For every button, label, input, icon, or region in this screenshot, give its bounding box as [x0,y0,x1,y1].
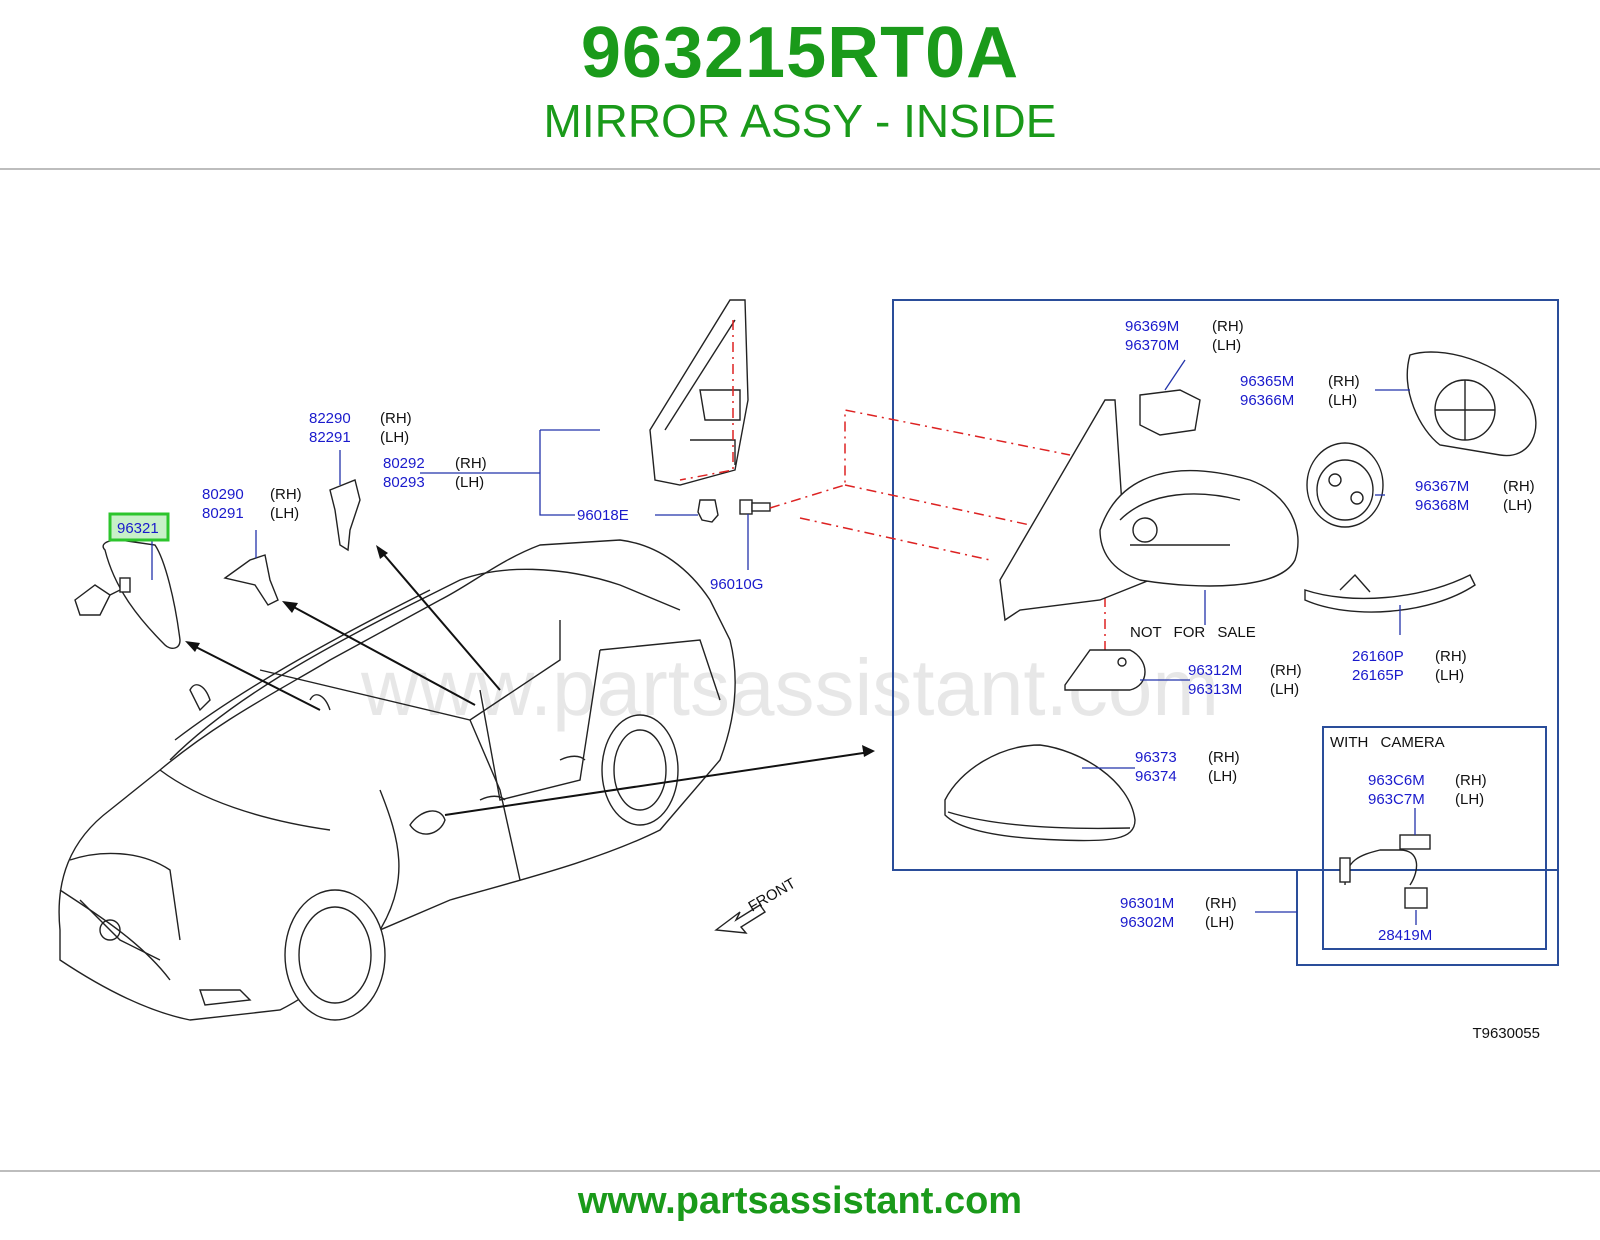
callout-96366m[interactable]: 96366M [1240,392,1294,409]
footer-divider [0,1170,1600,1172]
side-rh-26160p: (RH) [1435,648,1467,665]
bracket-82290-part [329,479,361,552]
callout-96374[interactable]: 96374 [1135,768,1177,785]
side-rh-80290: (RH) [270,486,302,503]
callout-963c6m[interactable]: 963C6M [1368,772,1425,789]
side-rh-96369m: (RH) [1212,318,1244,335]
note-not-for-sale: NOT FOR SALE [1130,624,1256,641]
side-rh-82290: (RH) [380,410,412,427]
callout-96321[interactable]: 96321 [117,520,159,537]
side-lh-82291: (LH) [380,429,409,446]
front-arrow-icon [714,904,767,934]
callout-26165p[interactable]: 26165P [1352,667,1404,684]
mirror-detail-frame-extension [1296,870,1559,966]
callout-80290[interactable]: 80290 [202,486,244,503]
side-rh-96373: (RH) [1208,749,1240,766]
turn-lamp-26160p-part [1304,573,1476,613]
diagram-code: T9630055 [1472,1025,1540,1042]
glass-96365m-part [1406,351,1537,457]
callout-96302m[interactable]: 96302M [1120,914,1174,931]
base-cover-96312m-part [1064,649,1146,691]
mirror-cover-96373-part [944,744,1136,842]
outside-mirror-body [999,399,1299,622]
clip-96018e-part [697,499,719,523]
callout-80293[interactable]: 80293 [383,474,425,491]
side-lh-96302m: (LH) [1205,914,1234,931]
side-lh-96368m: (LH) [1503,497,1532,514]
side-lh-80293: (LH) [455,474,484,491]
door-corner-panel [649,299,749,486]
footer-website-link[interactable]: www.partsassistant.com [577,1180,1023,1222]
part-number-title: 963215RT0A [580,13,1020,93]
assembly-lines [679,320,1106,680]
side-rh-963c6m: (RH) [1455,772,1487,789]
callout-963c7m[interactable]: 963C7M [1368,791,1425,808]
callout-96373[interactable]: 96373 [1135,749,1177,766]
callout-96365m[interactable]: 96365M [1240,373,1294,390]
callout-96301m[interactable]: 96301M [1120,895,1174,912]
actuator-96367m-part [1306,442,1384,528]
side-lh-96374: (LH) [1208,768,1237,785]
leader-lines [151,359,1417,925]
callout-26160p[interactable]: 26160P [1352,648,1404,665]
mirror-detail-frame [892,299,1559,871]
bolt-96010g-part [739,499,771,515]
with-camera-frame [1322,726,1547,950]
side-rh-96312m: (RH) [1270,662,1302,679]
side-lh-96313m: (LH) [1270,681,1299,698]
callout-96369m[interactable]: 96369M [1125,318,1179,335]
front-indicator: FRONT [714,875,799,934]
callout-80292[interactable]: 80292 [383,455,425,472]
side-lh-80291: (LH) [270,505,299,522]
side-lh-96370m: (LH) [1212,337,1241,354]
side-lh-26165p: (LH) [1435,667,1464,684]
inside-mirror-part [74,539,181,649]
car-illustration [58,539,736,1021]
callout-96370m[interactable]: 96370M [1125,337,1179,354]
callout-96368m[interactable]: 96368M [1415,497,1469,514]
camera-963c6m-part [1339,834,1431,909]
trim-80290-part [223,554,279,606]
side-rh-96365m: (RH) [1328,373,1360,390]
callout-82291[interactable]: 82291 [309,429,351,446]
part-name-subtitle: MIRROR ASSY - INSIDE [543,95,1057,147]
callout-96018e[interactable]: 96018E [577,507,629,524]
note-with-camera: WITH CAMERA [1330,734,1445,751]
side-lh-96366m: (LH) [1328,392,1357,409]
motor-96369m-part [1139,389,1201,436]
callout-80291[interactable]: 80291 [202,505,244,522]
callout-96367m[interactable]: 96367M [1415,478,1469,495]
car-pointer-arrows [185,545,875,816]
callout-82290[interactable]: 82290 [309,410,351,427]
side-rh-96301m: (RH) [1205,895,1237,912]
page-header: 963215RT0A MIRROR ASSY - INSIDE [0,0,1600,168]
callout-96312m[interactable]: 96312M [1188,662,1242,679]
callout-96313m[interactable]: 96313M [1188,681,1242,698]
front-label: FRONT [746,875,799,916]
side-rh-80292: (RH) [455,455,487,472]
side-rh-96367m: (RH) [1503,478,1535,495]
header-divider [0,168,1600,170]
callout-96010g[interactable]: 96010G [710,576,763,593]
callout-28419m[interactable]: 28419M [1378,927,1432,944]
side-lh-963c7m: (LH) [1455,791,1484,808]
highlight-96321 [108,512,170,542]
